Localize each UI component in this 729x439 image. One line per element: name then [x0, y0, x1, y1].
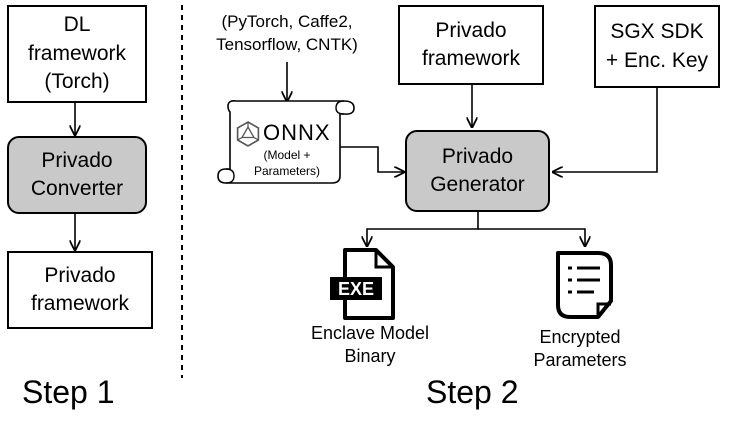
privado-converter-box: Privado Converter	[7, 136, 147, 214]
framework-out-line-2: framework	[30, 292, 130, 315]
onnx-subtitle: (Model + Parameters)	[236, 148, 338, 179]
dl-framework-box: DL framework (Torch)	[7, 5, 147, 103]
framework-out-line-1: Privado	[44, 263, 116, 287]
converter-line-1: Privado	[41, 148, 113, 172]
sgx-line-1: SGX SDK	[610, 20, 704, 44]
exe-file-icon: EXE	[330, 248, 395, 320]
onnx-title: ONNX	[263, 120, 331, 145]
onnx-subtitle-line-2: Parameters)	[253, 163, 321, 178]
onnx-logo-icon	[236, 121, 260, 147]
enclave-line-2: Binary	[344, 345, 396, 366]
exe-label: EXE	[338, 279, 374, 299]
generator-line-2: Generator	[430, 173, 525, 196]
frameworks-note-line-1: (PyTorch, Caffe2,	[221, 12, 353, 31]
privado-framework-box: Privado framework	[398, 5, 544, 85]
enclave-line-1: Enclave Model	[310, 323, 430, 343]
onnx-subtitle-line-1: (Model +	[263, 148, 311, 162]
document-icon	[556, 251, 613, 319]
generator-line-1: Privado	[441, 144, 514, 168]
params-line-2: Parameters	[533, 349, 627, 370]
step-2-label: Step 2	[426, 374, 519, 410]
encrypted-params-label: Encrypted Parameters	[515, 326, 645, 371]
converter-line-2: Converter	[30, 177, 124, 200]
dl-framework-line-1: DL	[63, 13, 91, 37]
frameworks-note-line-2: Tensorflow, CNTK)	[216, 34, 358, 54]
privado-framework-line-2: framework	[421, 47, 521, 70]
privado-framework-line-1: Privado	[435, 18, 507, 42]
arrow-onnx-to-generator	[340, 146, 404, 172]
dl-framework-line-2: framework	[27, 41, 127, 65]
scroll-icon	[217, 100, 355, 184]
dl-framework-line-3: (Torch)	[44, 70, 110, 94]
arrow-generator-to-enclave	[367, 212, 479, 246]
params-line-1: Encrypted	[539, 327, 621, 347]
privado-framework-output-box: Privado framework	[7, 251, 153, 329]
frameworks-note: (PyTorch, Caffe2, Tensorflow, CNTK)	[203, 11, 371, 57]
sgx-line-2: + Enc. Key	[605, 48, 709, 72]
step-1-label: Step 1	[22, 374, 115, 410]
enclave-binary-label: Enclave Model Binary	[295, 322, 445, 367]
arrow-generator-to-params	[478, 228, 585, 246]
sgx-sdk-box: SGX SDK + Enc. Key	[594, 5, 720, 88]
privado-generator-box: Privado Generator	[405, 130, 550, 212]
arrow-sgx-to-generator	[553, 88, 658, 172]
